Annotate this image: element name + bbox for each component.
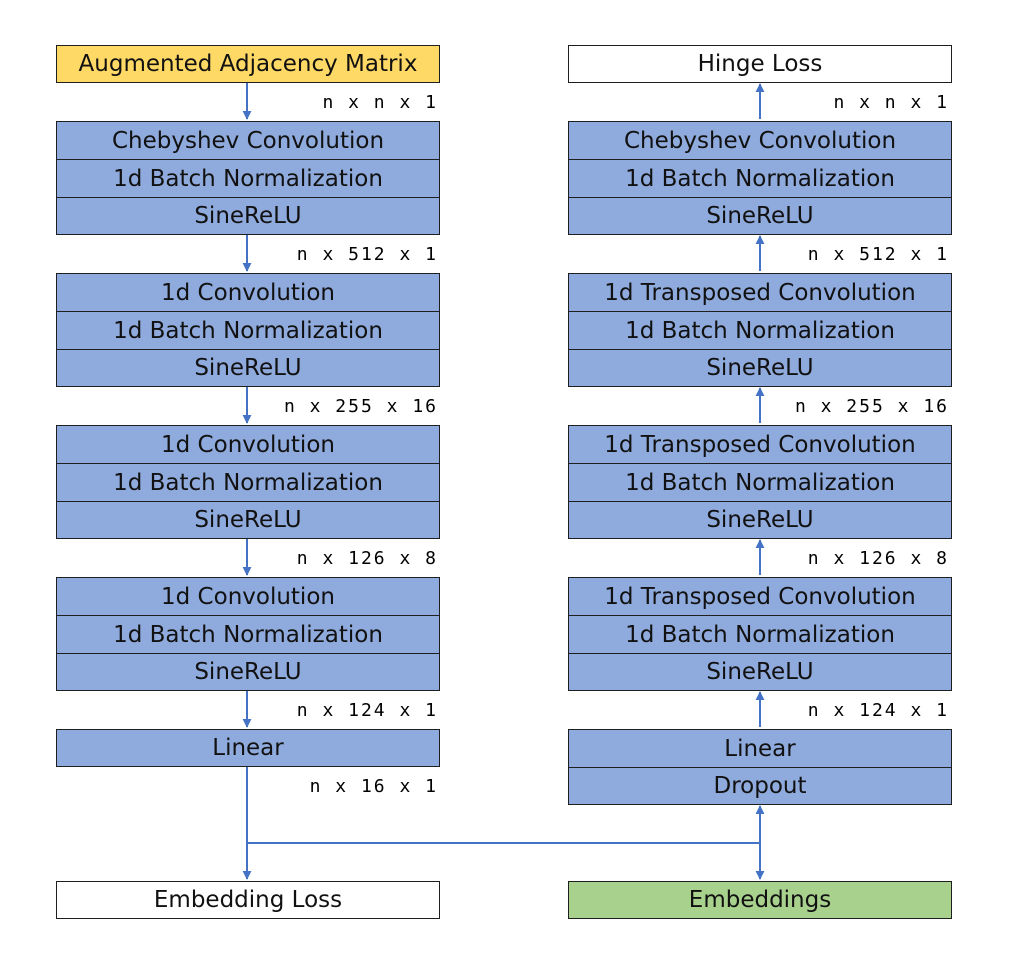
dec-block1-layer: 1d Batch Normalization bbox=[568, 159, 952, 198]
enc-block3-layer: SineReLU bbox=[56, 501, 440, 539]
hinge-loss-output: Hinge Loss bbox=[568, 45, 952, 83]
enc-block4-layer: SineReLU bbox=[56, 653, 440, 691]
dec-block2-layer: 1d Batch Normalization bbox=[568, 311, 952, 350]
enc-block1-layer: 1d Batch Normalization bbox=[56, 159, 440, 198]
enc-block4-layer: 1d Convolution bbox=[56, 577, 440, 616]
dec-block3-layer: SineReLU bbox=[568, 501, 952, 539]
dec-block1-layer: SineReLU bbox=[568, 197, 952, 235]
dec-linear-layer: Linear bbox=[568, 729, 952, 768]
dec-block3-layer: 1d Batch Normalization bbox=[568, 463, 952, 502]
enc-block4-layer: 1d Batch Normalization bbox=[56, 615, 440, 654]
dim-label: n x 512 x 1 bbox=[807, 244, 949, 265]
dec-block3-layer: 1d Transposed Convolution bbox=[568, 425, 952, 464]
dim-label: n x 16 x 1 bbox=[309, 776, 438, 797]
dim-label: n x 126 x 8 bbox=[296, 548, 438, 569]
enc-block2-layer: 1d Batch Normalization bbox=[56, 311, 440, 350]
dec-dropout-layer: Dropout bbox=[568, 767, 952, 805]
enc-block1-layer: SineReLU bbox=[56, 197, 440, 235]
enc-block3-layer: 1d Convolution bbox=[56, 425, 440, 464]
enc-block2-layer: 1d Convolution bbox=[56, 273, 440, 312]
input-adjacency-matrix: Augmented Adjacency Matrix bbox=[56, 45, 440, 83]
enc-block3-layer: 1d Batch Normalization bbox=[56, 463, 440, 502]
dec-block4-layer: SineReLU bbox=[568, 653, 952, 691]
dim-label: n x 126 x 8 bbox=[807, 548, 949, 569]
enc-linear-layer: Linear bbox=[56, 729, 440, 767]
embeddings-input: Embeddings bbox=[568, 881, 952, 919]
enc-block1-layer: Chebyshev Convolution bbox=[56, 121, 440, 160]
enc-block2-layer: SineReLU bbox=[56, 349, 440, 387]
dim-label: n x 124 x 1 bbox=[807, 700, 949, 721]
dec-block2-layer: SineReLU bbox=[568, 349, 952, 387]
dim-label: n x 255 x 16 bbox=[794, 396, 949, 417]
dim-label: n x n x 1 bbox=[833, 92, 949, 113]
dec-block2-layer: 1d Transposed Convolution bbox=[568, 273, 952, 312]
dim-label: n x 124 x 1 bbox=[296, 700, 438, 721]
dim-label: n x n x 1 bbox=[322, 92, 438, 113]
dim-label: n x 255 x 16 bbox=[283, 396, 438, 417]
embedding-loss-output: Embedding Loss bbox=[56, 881, 440, 919]
dec-block4-layer: 1d Batch Normalization bbox=[568, 615, 952, 654]
dec-block4-layer: 1d Transposed Convolution bbox=[568, 577, 952, 616]
dim-label: n x 512 x 1 bbox=[296, 244, 438, 265]
dec-block1-layer: Chebyshev Convolution bbox=[568, 121, 952, 160]
